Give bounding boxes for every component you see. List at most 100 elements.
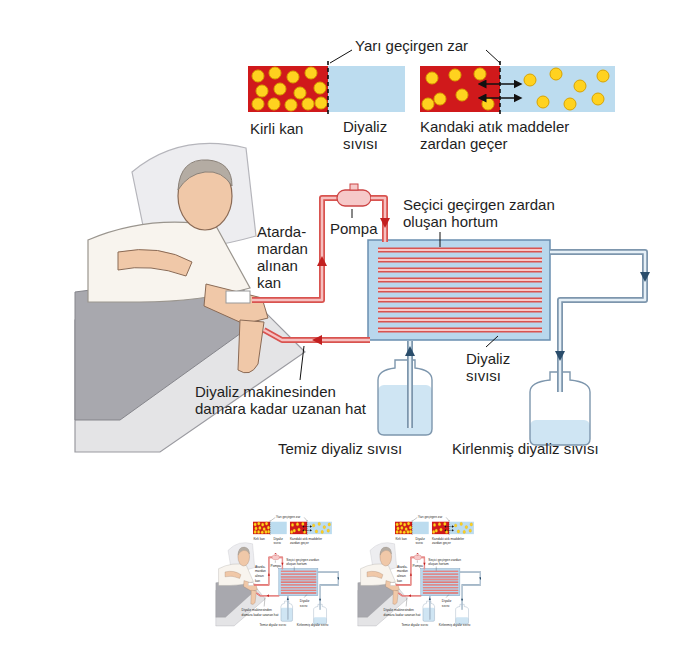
bandage <box>226 291 250 303</box>
double-arrow <box>445 526 453 527</box>
particle <box>407 522 410 525</box>
fiber <box>378 278 542 283</box>
fiber-core <box>423 574 458 575</box>
fluid-label: Diyaliz sıvısı <box>343 118 403 152</box>
pump-label: Pompa <box>330 220 380 237</box>
bottle-liquid <box>423 608 435 622</box>
pump-cap <box>275 554 277 556</box>
fiber-core <box>423 579 458 580</box>
particle <box>327 529 330 532</box>
particle <box>261 531 264 534</box>
dialyzer-label: Seçici geçirgen zardan oluşan hortum <box>403 196 583 230</box>
particle <box>265 530 268 533</box>
hair <box>380 547 392 555</box>
particle <box>474 68 486 80</box>
membrane <box>307 520 308 535</box>
fiber-core <box>281 571 316 572</box>
particle <box>268 98 280 110</box>
hand <box>238 320 264 373</box>
fiber <box>378 248 542 253</box>
fiber-core <box>423 593 458 594</box>
flow-arrow <box>410 573 412 576</box>
thumbnail-scene: Yarı geçirgen zarKirli kanDiyaliz sıvısı… <box>355 512 481 631</box>
fiber <box>423 592 458 593</box>
membrane-label: Yarı geçirgen zar <box>418 514 446 519</box>
fiber-core <box>281 587 316 588</box>
leader <box>446 517 449 521</box>
blood-label: Kirli kan <box>253 536 270 541</box>
left-arm <box>118 250 192 276</box>
dialyzer <box>368 240 550 340</box>
waste-label: Kandaki atık maddeler zardan geçer <box>290 536 331 545</box>
particle <box>267 530 270 533</box>
tube-core <box>429 596 430 619</box>
membrane <box>499 61 501 116</box>
particle <box>396 530 399 533</box>
dialyzer <box>421 569 460 596</box>
fiber <box>378 328 542 333</box>
fluid-box <box>270 522 287 534</box>
particle <box>574 80 586 92</box>
fiber <box>423 582 458 583</box>
particle <box>403 523 406 526</box>
fiber-core <box>423 576 458 577</box>
leader <box>275 560 276 562</box>
fluid-label: Diyaliz sıvısı <box>466 350 528 384</box>
bottle <box>378 360 432 435</box>
particle <box>433 523 436 526</box>
particle <box>294 87 306 99</box>
particle <box>564 98 576 110</box>
leader <box>304 595 307 598</box>
thumbnail: Yarı geçirgen zarKirli kanDiyaliz sıvısı… <box>355 512 481 632</box>
flow-arrow <box>281 563 283 566</box>
particle <box>465 526 468 529</box>
head <box>238 548 250 566</box>
particle <box>296 523 299 526</box>
particle <box>444 522 447 525</box>
artery-label: Atarda- mardan alınan kan <box>255 564 267 582</box>
particle <box>254 523 257 526</box>
fiber <box>281 576 316 577</box>
leader <box>486 50 500 63</box>
fiber-core <box>378 309 542 311</box>
hair <box>178 160 232 190</box>
bottle <box>281 601 293 621</box>
particle <box>422 98 434 110</box>
particle <box>449 69 461 81</box>
blood-box <box>248 66 328 112</box>
tube-core <box>396 557 414 585</box>
fiber <box>281 579 316 580</box>
particle <box>303 530 306 533</box>
fluid-box <box>412 522 429 534</box>
fiber-core <box>378 329 542 331</box>
membrane <box>270 520 271 535</box>
bandage <box>390 582 395 585</box>
particle <box>434 93 446 105</box>
tube <box>550 252 645 392</box>
flow-arrow <box>267 594 269 597</box>
left-arm <box>225 571 241 578</box>
fiber <box>378 298 542 303</box>
particle <box>265 522 268 525</box>
leader <box>417 560 418 562</box>
thumbnail: Yarı geçirgen zarKirli kanDiyaliz sıvısı… <box>213 512 339 632</box>
particle <box>432 530 435 533</box>
blood-label: Kirli kan <box>395 536 412 541</box>
particle <box>321 530 324 533</box>
particle <box>396 523 399 526</box>
pump-label: Pompa <box>413 563 424 568</box>
membrane <box>327 61 329 116</box>
leader <box>440 232 441 247</box>
line-label: Diyaliz makinesinden damara kadar uzanan… <box>384 607 423 616</box>
particle <box>267 526 270 529</box>
tube-core <box>318 572 338 610</box>
fiber-core <box>378 269 542 271</box>
particle <box>550 68 562 80</box>
tube-core <box>254 557 272 585</box>
flow-arrow <box>555 351 565 361</box>
tube-core <box>252 198 337 300</box>
membrane-label: Yarı geçirgen zar <box>276 514 304 519</box>
particle <box>302 522 305 525</box>
fluid-box <box>500 66 615 112</box>
tube <box>254 557 272 585</box>
